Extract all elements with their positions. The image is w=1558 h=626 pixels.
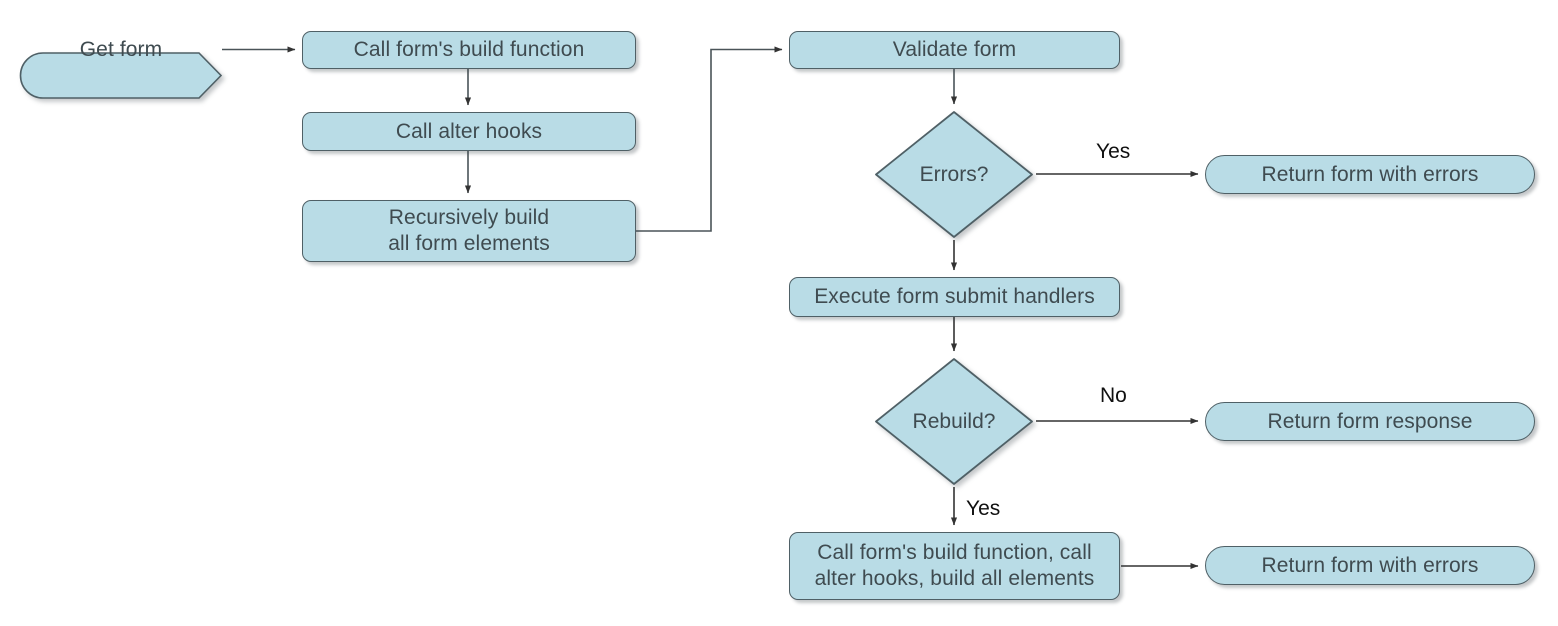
diamond-shape [875,358,1033,485]
node-get-form-label: Get form [79,37,163,61]
node-execute-submit-handlers[interactable]: Execute form submit handlers [789,277,1120,317]
node-call-alter-hooks[interactable]: Call alter hooks [302,112,636,151]
node-return-form-with-errors-top[interactable]: Return form with errors [1205,155,1535,194]
hexagon-shape [19,26,223,99]
node-call-build-function[interactable]: Call form's build function [302,31,636,69]
node-errors-decision-label: Errors? [919,162,989,186]
node-validate-form[interactable]: Validate form [789,31,1120,69]
edge-recursivebuild-to-validateform [636,46,783,232]
node-get-form[interactable]: Get form [19,26,223,99]
node-rebuild-build-elements[interactable]: Call form's build function, call alter h… [789,532,1120,600]
node-rebuild-decision-label: Rebuild? [912,409,996,433]
node-rebuild-decision[interactable]: Rebuild? [874,357,1034,486]
diamond-shape [875,111,1033,238]
edge-label-rebuild-no: No [1100,384,1127,407]
node-recursively-build[interactable]: Recursively build all form elements [302,200,636,262]
node-return-form-response[interactable]: Return form response [1205,402,1535,441]
node-return-form-with-errors-bottom[interactable]: Return form with errors [1205,546,1535,585]
node-errors-decision[interactable]: Errors? [874,110,1034,239]
edge-label-errors-yes: Yes [1096,140,1131,163]
edge-label-rebuild-yes: Yes [966,497,1001,520]
